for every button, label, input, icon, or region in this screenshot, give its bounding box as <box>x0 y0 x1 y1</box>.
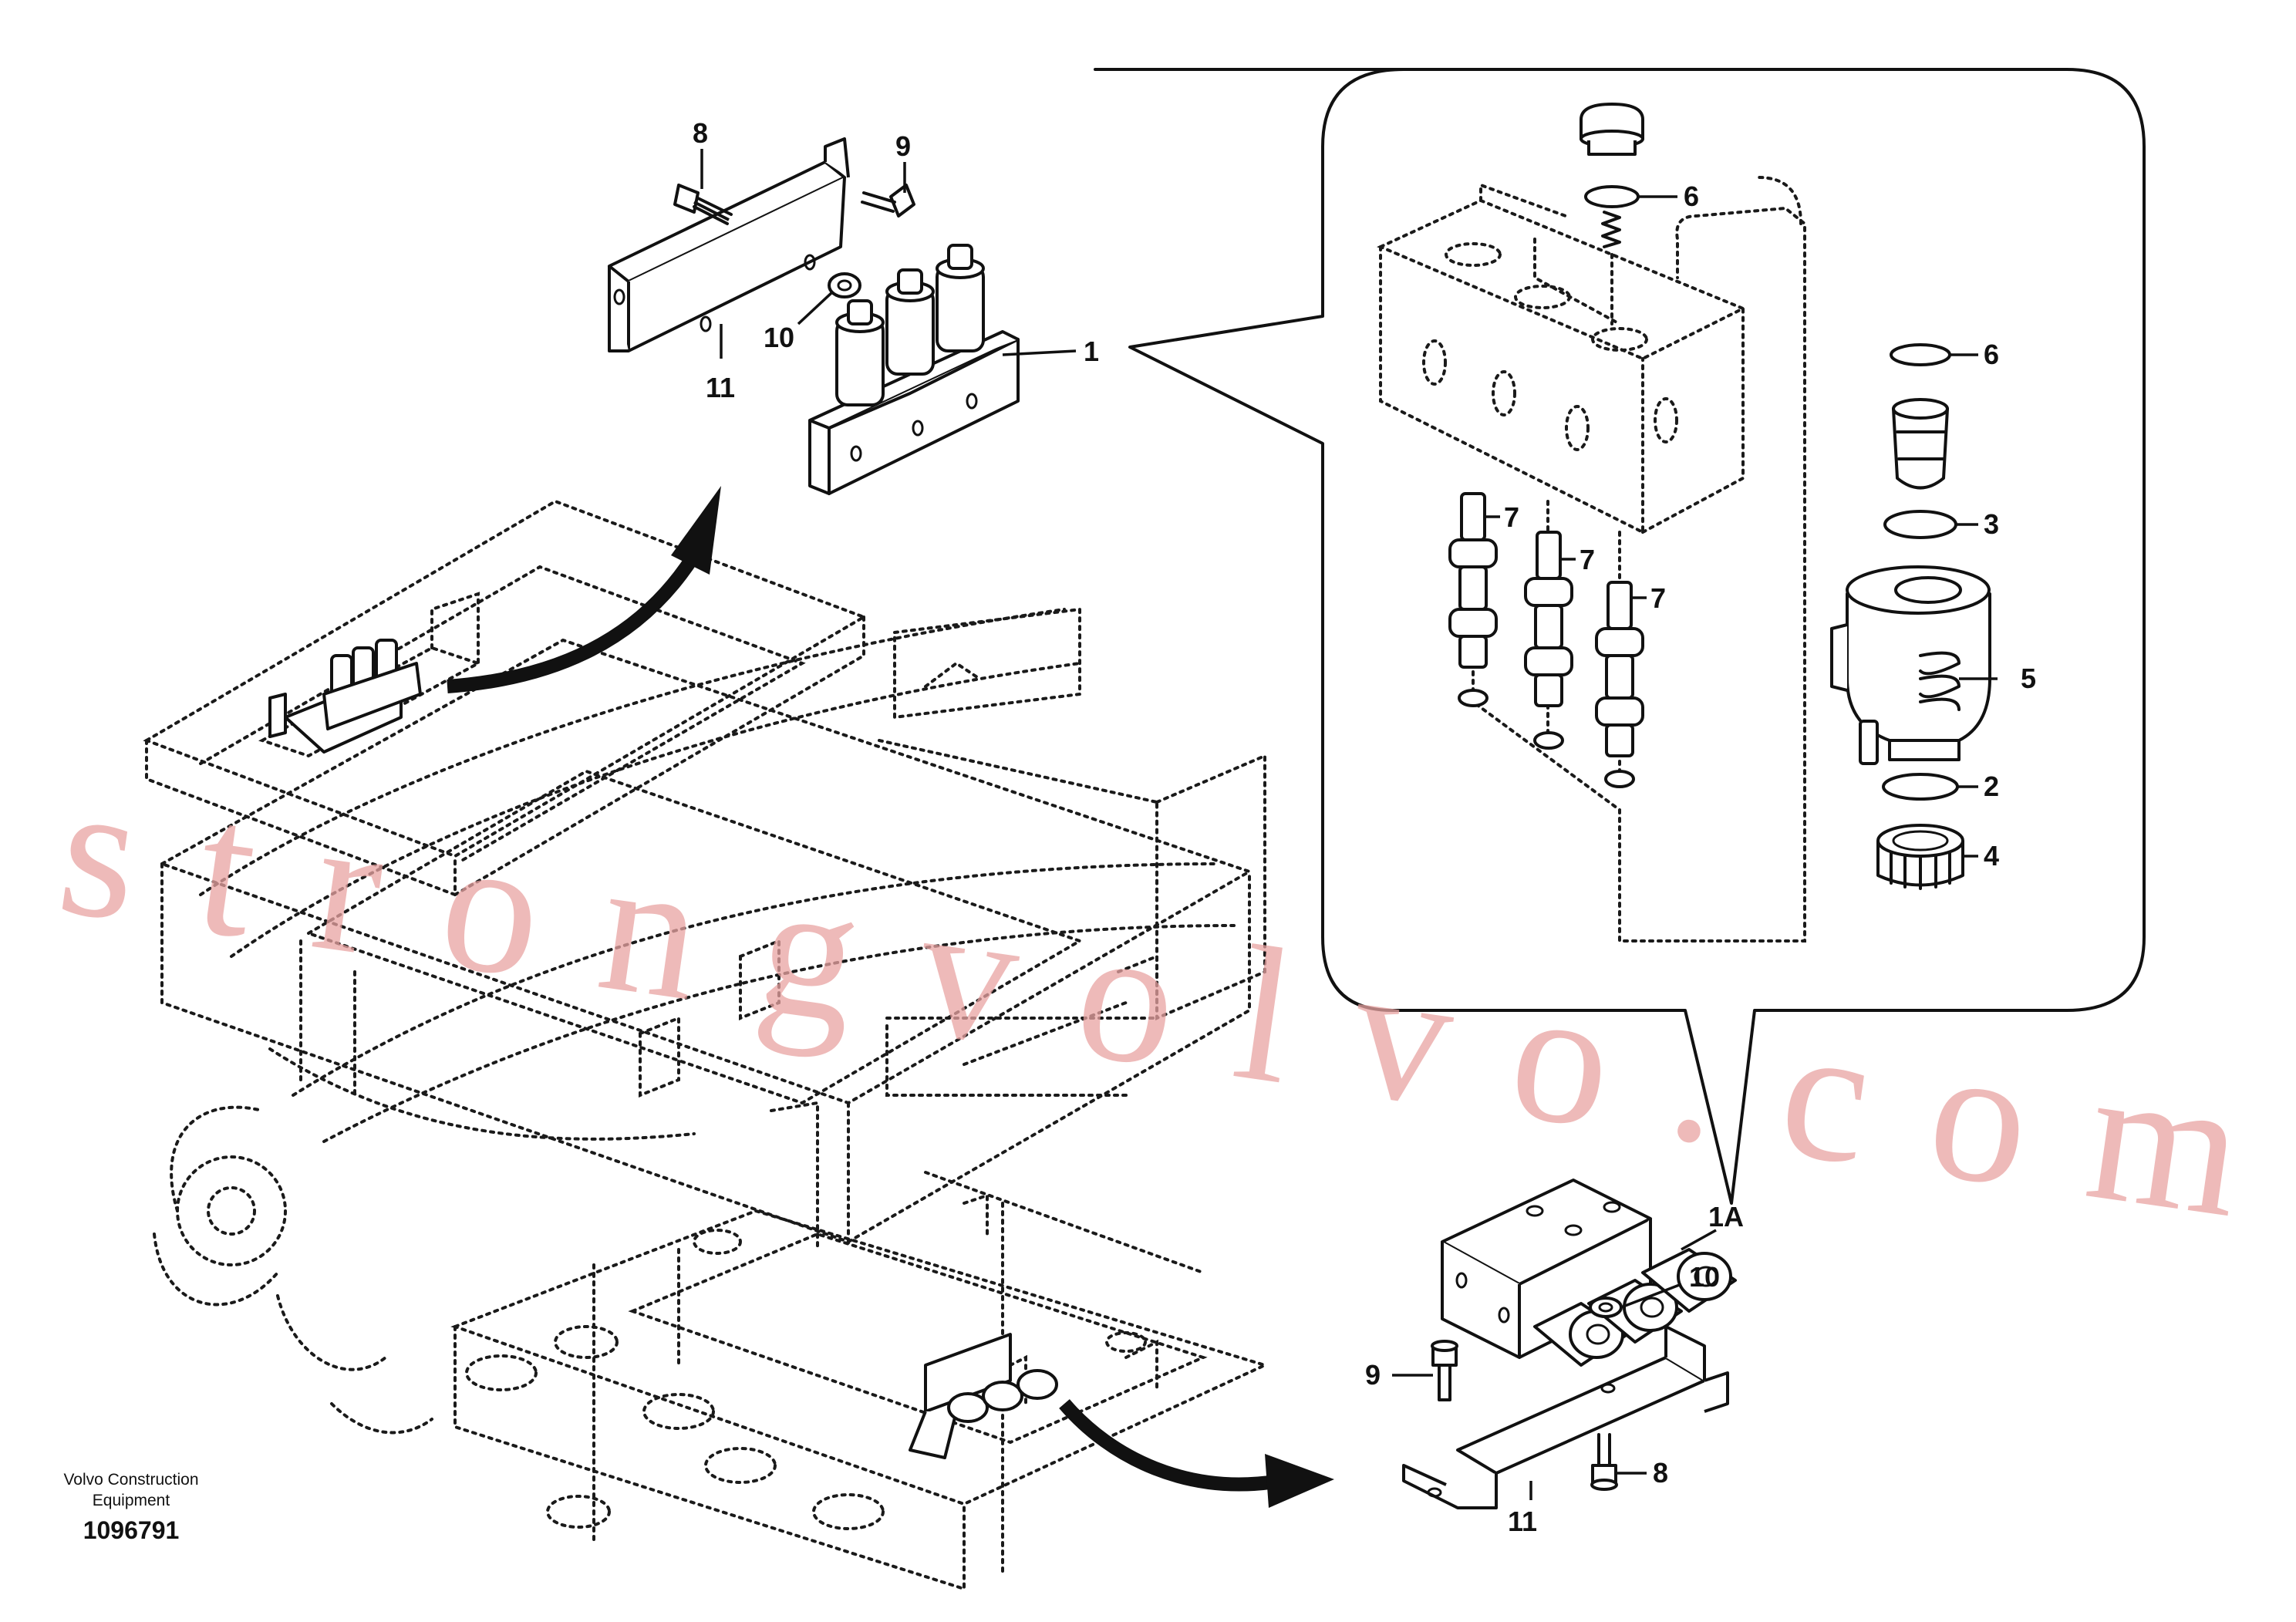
top-valve-1 <box>808 244 1020 495</box>
leader-lines <box>700 149 1998 1500</box>
arrow-right <box>1059 1399 1334 1508</box>
callout-detail-spool-7-c: 7 <box>1650 582 1666 614</box>
bottom-bracket-11 <box>1402 1325 1729 1509</box>
credit-line-1: Volvo Construction <box>63 1471 198 1489</box>
top-bolt-8 <box>673 184 733 225</box>
callout-bottom-bolt-9: 9 <box>1365 1359 1381 1391</box>
callout-detail-coil-5: 5 <box>2021 663 2036 694</box>
callout-top-bolt-8: 8 <box>693 117 708 149</box>
credit-line-2: Equipment <box>93 1492 170 1509</box>
callout-detail-oring-2: 2 <box>1984 771 1999 802</box>
frame-valve-upper <box>268 639 422 754</box>
top-washer-10 <box>828 272 861 298</box>
callout-top-bracket-11: 11 <box>706 372 735 403</box>
drawing-number: 1096791 <box>83 1516 180 1544</box>
callout-bottom-valve-1a: 1A <box>1708 1201 1744 1233</box>
detail-spool-7-b <box>1524 531 1573 750</box>
bottom-washer-10 <box>1589 1297 1623 1318</box>
frame-valve-lower <box>909 1333 1058 1459</box>
callout-top-valve-1: 1 <box>1084 336 1099 367</box>
detail-cap-plug <box>1580 103 1644 156</box>
arrow-up <box>447 486 721 693</box>
detail-armature <box>1892 398 1949 490</box>
detail-spool-7-c <box>1595 581 1644 788</box>
callout-labels: 8 9 10 11 1 6 7 7 7 6 3 5 2 4 1A 10 9 8 … <box>693 117 2036 1537</box>
detail-coil-5 <box>1830 565 1991 765</box>
callout-top-washer-10: 10 <box>764 322 794 353</box>
detail-valve-block <box>1377 183 1747 535</box>
callout-detail-oring-3: 3 <box>1984 508 1999 540</box>
top-bolt-9 <box>861 184 915 218</box>
callout-detail-spool-7-b: 7 <box>1580 544 1595 575</box>
callout-top-bolt-9: 9 <box>895 130 911 162</box>
callout-bottom-bracket-11: 11 <box>1508 1506 1537 1537</box>
bottom-bolt-8 <box>1590 1433 1618 1491</box>
bottom-valve-1a <box>1441 1179 1737 1367</box>
callout-detail-spool-7-a: 7 <box>1504 501 1519 533</box>
callout-bottom-washer-10: 10 <box>1689 1261 1720 1293</box>
callout-detail-oring-6-lower: 6 <box>1984 339 1999 370</box>
detail-nut-4 <box>1876 824 1964 890</box>
callout-detail-oring-6-upper: 6 <box>1684 180 1699 212</box>
callout-detail-nut-4: 4 <box>1984 840 1999 872</box>
bottom-bolt-9 <box>1431 1340 1458 1401</box>
credit-block: Volvo Construction Equipment 1096791 <box>63 1471 198 1544</box>
top-bracket-11 <box>608 137 850 352</box>
detail-spring <box>1601 211 1621 248</box>
detail-spool-7-a <box>1448 492 1498 707</box>
callout-bottom-bolt-8: 8 <box>1653 1457 1668 1489</box>
